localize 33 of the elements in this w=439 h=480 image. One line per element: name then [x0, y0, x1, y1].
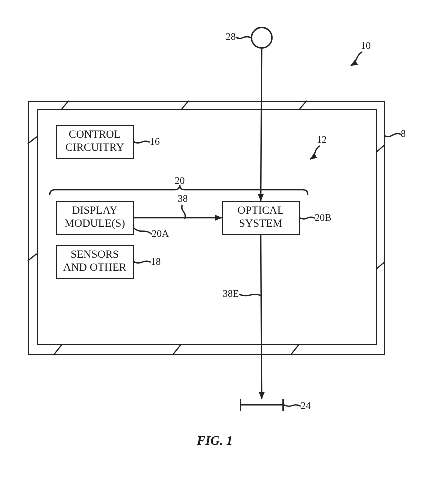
- leader-line: [236, 36, 252, 40]
- leader-line: [384, 133, 402, 138]
- process-box: SENSORS AND OTHER: [56, 245, 134, 279]
- leader-line: [134, 260, 152, 264]
- arrow: [134, 215, 222, 221]
- reference-numeral: 16: [150, 137, 160, 148]
- reference-numeral: 10: [361, 41, 371, 52]
- arrow: [258, 49, 264, 202]
- reference-numeral: 8: [401, 129, 406, 140]
- reference-numeral: 12: [317, 135, 327, 146]
- leader-arrow: [310, 145, 320, 160]
- leader-line: [238, 294, 262, 297]
- reference-numeral: 20A: [152, 229, 170, 240]
- arrow: [258, 235, 265, 400]
- bar-symbol: [240, 399, 284, 411]
- leader-line: [134, 228, 152, 235]
- process-box: CONTROL CIRCUITRY: [56, 125, 134, 159]
- process-box: DISPLAY MODULE(S): [56, 201, 134, 235]
- leader-line: [284, 404, 302, 408]
- figure-caption: FIG. 1: [196, 433, 234, 448]
- reference-numeral: 38: [178, 194, 188, 205]
- leader-line: [181, 204, 186, 220]
- reference-numeral: 20B: [315, 213, 332, 224]
- reference-numeral: 20: [175, 176, 185, 187]
- leader-line: [300, 216, 316, 220]
- reference-numeral: 18: [151, 257, 161, 268]
- circle-symbol: [251, 27, 273, 49]
- reference-numeral: 38E: [223, 289, 240, 300]
- reference-numeral: 24: [301, 401, 311, 412]
- leader-line: [134, 140, 150, 144]
- process-box: OPTICAL SYSTEM: [222, 201, 300, 235]
- reference-numeral: 28: [226, 32, 236, 43]
- leader-arrow: [350, 51, 363, 67]
